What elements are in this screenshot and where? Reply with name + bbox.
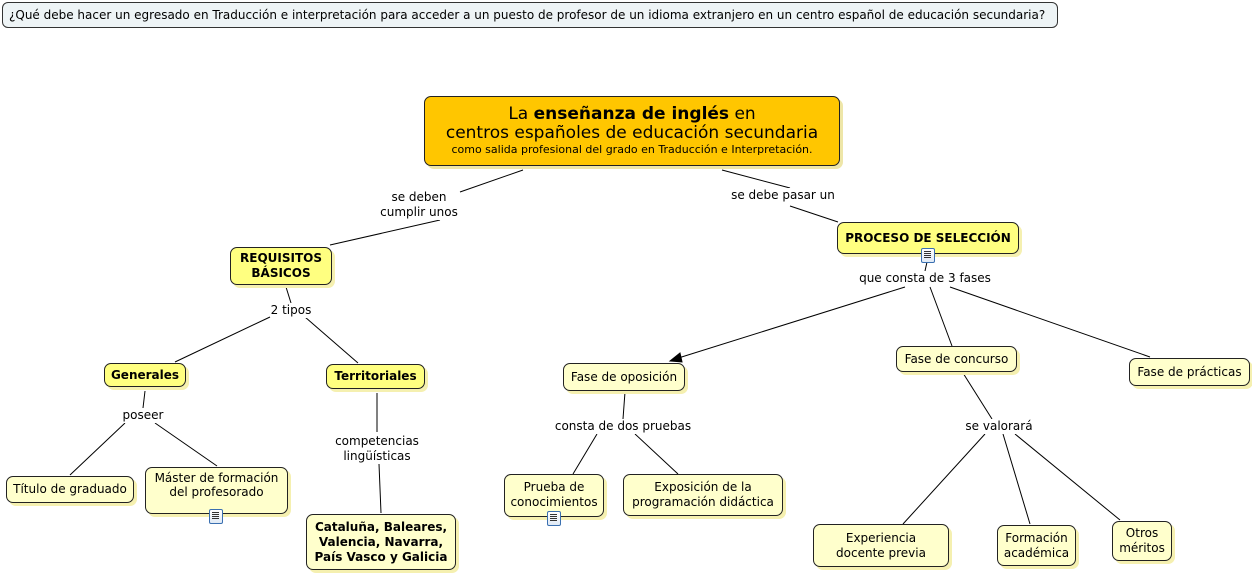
node-otros[interactable]: Otros méritos — [1112, 521, 1172, 561]
link-label: que consta de 3 fases — [859, 271, 991, 286]
node-label: Fase de concurso — [904, 351, 1009, 366]
link-label: competencias lingüísticas — [332, 434, 422, 464]
main-subtitle: centros españoles de educación secundari… — [445, 123, 819, 143]
document-icon[interactable] — [209, 509, 223, 524]
main-text-bold: enseñanza de inglés — [533, 104, 730, 124]
document-icon[interactable] — [921, 248, 935, 263]
node-label: Máster de formación del profesorado — [154, 471, 279, 499]
focus-question: ¿Qué debe hacer un egresado en Traducció… — [2, 2, 1058, 28]
node-label: Otros méritos — [1119, 526, 1165, 555]
node-label: REQUISITOS BÁSICOS — [240, 251, 322, 280]
link-label: consta de dos pruebas — [554, 419, 692, 434]
main-concept[interactable]: La enseñanza de inglés en centros españo… — [424, 96, 840, 166]
node-territoriales[interactable]: Territoriales — [326, 364, 425, 389]
document-icon[interactable] — [547, 511, 561, 526]
node-concurso[interactable]: Fase de concurso — [896, 346, 1017, 372]
node-label: PROCESO DE SELECCIÓN — [845, 230, 1011, 245]
node-label: Cataluña, Baleares, Valencia, Navarra, P… — [314, 519, 448, 564]
node-label: Exposición de la programación didáctica — [632, 480, 774, 509]
node-label: Fase de oposición — [570, 369, 678, 384]
link-label: se debe pasar un — [731, 188, 835, 203]
arrowhead — [668, 352, 683, 363]
node-label: Experiencia docente previa — [836, 530, 926, 560]
node-label: Generales — [110, 367, 180, 382]
node-titulo[interactable]: Título de graduado — [6, 476, 134, 503]
link-label: se valorará — [965, 419, 1033, 434]
node-experiencia[interactable]: Experiencia docente previa — [813, 524, 949, 567]
node-label: Prueba de conocimientos — [510, 480, 598, 509]
node-label: Territoriales — [334, 369, 417, 383]
node-label: Fase de prácticas — [1137, 364, 1242, 379]
node-formacion[interactable]: Formación académica — [997, 525, 1076, 566]
link-label: 2 tipos — [270, 303, 312, 318]
node-oposicion[interactable]: Fase de oposición — [563, 363, 685, 391]
main-text: en — [729, 104, 756, 124]
node-master[interactable]: Máster de formación del profesorado — [145, 467, 288, 514]
node-comunidades[interactable]: Cataluña, Baleares, Valencia, Navarra, P… — [306, 514, 456, 570]
node-proceso[interactable]: PROCESO DE SELECCIÓN — [837, 222, 1019, 254]
main-text: La — [508, 104, 534, 124]
node-generales[interactable]: Generales — [104, 363, 186, 387]
link-label: poseer — [122, 408, 164, 423]
link-label: se deben cumplir unos — [379, 190, 459, 220]
node-label: Formación académica — [1003, 530, 1070, 560]
node-label: Título de graduado — [13, 482, 127, 496]
node-prueba[interactable]: Prueba de conocimientos — [504, 474, 604, 517]
node-practicas[interactable]: Fase de prácticas — [1129, 358, 1250, 386]
node-requisitos[interactable]: REQUISITOS BÁSICOS — [230, 247, 332, 285]
main-caption: como salida profesional del grado en Tra… — [451, 143, 813, 156]
node-exposicion[interactable]: Exposición de la programación didáctica — [623, 474, 783, 516]
